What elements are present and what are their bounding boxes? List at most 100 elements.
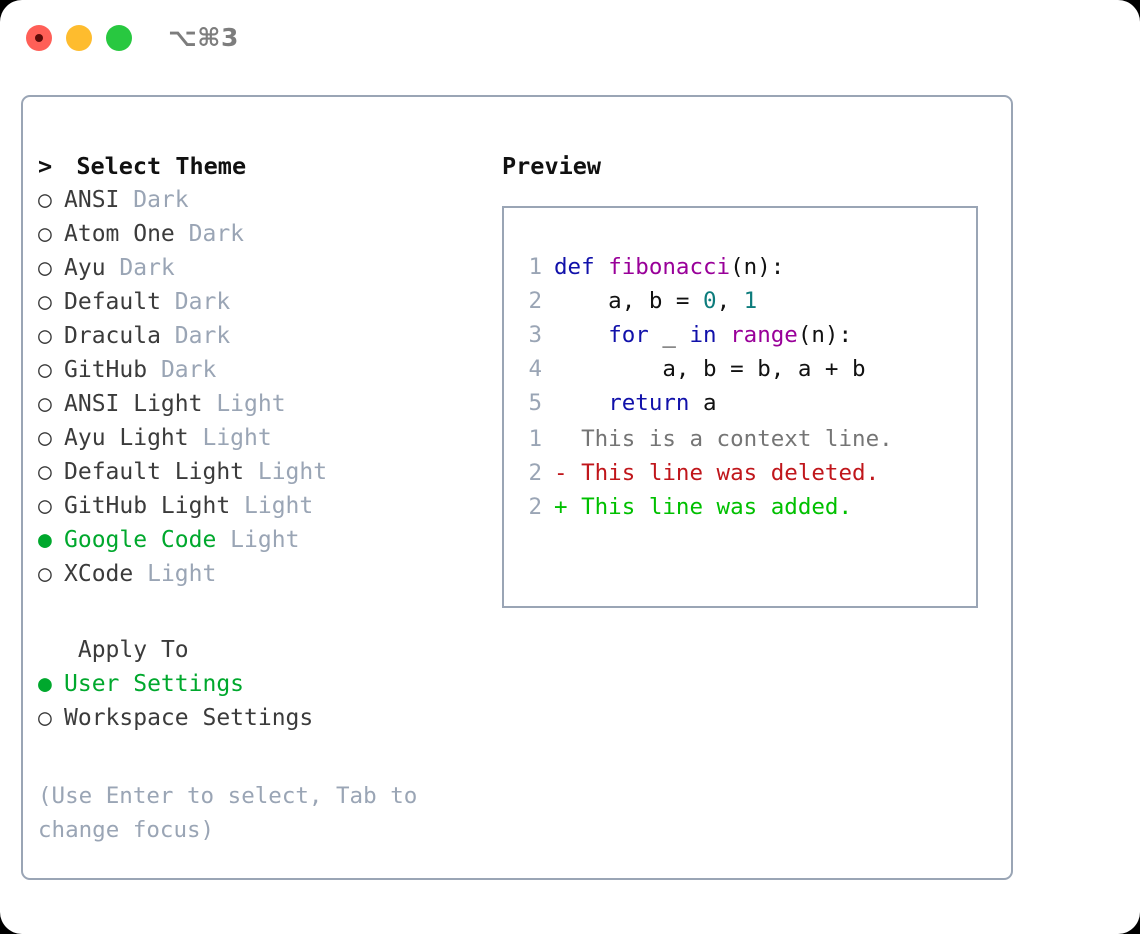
code-line-number: 1	[528, 254, 542, 280]
theme-name: Ayu Light	[64, 425, 189, 451]
radio-unselected-icon[interactable]: ○	[38, 493, 52, 519]
theme-list-item[interactable]: ○ANSI Light Light	[38, 387, 478, 421]
theme-list-item[interactable]: ○ Default Dark	[38, 285, 478, 319]
diff-text: This is a context line.	[581, 426, 893, 452]
radio-unselected-icon[interactable]: ○	[38, 705, 52, 731]
code-token: in	[689, 322, 717, 348]
theme-list-item[interactable]: ○ GitHub Dark	[38, 353, 478, 387]
code-token: a	[689, 390, 717, 416]
theme-variant-badge: Dark	[147, 357, 217, 383]
code-token: a, b =	[554, 288, 704, 314]
theme-variant-badge: Dark	[174, 221, 245, 247]
code-token: 0	[703, 288, 717, 314]
code-token	[554, 322, 608, 348]
radio-unselected-icon[interactable]: ○	[38, 255, 52, 281]
theme-name: GitHub	[64, 357, 148, 383]
theme-name: Dracula	[64, 323, 161, 349]
diff-marker: -	[554, 460, 582, 486]
radio-unselected-icon[interactable]: ○	[38, 187, 52, 213]
radio-unselected-icon[interactable]: ○	[38, 391, 52, 417]
minimize-button[interactable]	[66, 25, 92, 51]
apply-to-list: ● User Settings ○Workspace Settings	[38, 667, 478, 735]
traffic-light-buttons	[26, 25, 132, 51]
theme-variant-badge: Light	[230, 493, 314, 519]
code-line-number: 2	[528, 288, 542, 314]
diff-marker	[554, 426, 581, 452]
radio-unselected-icon[interactable]: ○	[38, 561, 52, 587]
radio-unselected-icon[interactable]: ○	[38, 459, 52, 485]
title-bar: ⌥⌘3	[0, 0, 1140, 78]
theme-list-item[interactable]: ○ Atom One Dark	[38, 217, 478, 251]
diff-line-number: 1	[528, 426, 542, 452]
prompt-caret-icon: >	[38, 152, 53, 180]
diff-line: 2+ This line was added.	[520, 490, 893, 524]
theme-name: ANSI	[64, 187, 120, 213]
radio-unselected-icon[interactable]: ○	[38, 323, 52, 349]
theme-list-item[interactable]: ○ Dracula Dark	[38, 319, 478, 353]
close-button[interactable]	[26, 25, 52, 51]
radio-unselected-icon[interactable]: ○	[38, 289, 52, 315]
diff-sample: 1 This is a context line.2- This line wa…	[520, 422, 893, 524]
diff-line-number: 2	[528, 460, 542, 486]
radio-selected-icon[interactable]: ●	[38, 671, 52, 697]
theme-variant-badge: Dark	[119, 187, 189, 213]
code-token: a, b = b, a + b	[554, 356, 866, 382]
theme-variant-badge: Dark	[160, 289, 231, 315]
theme-name: Default Light	[64, 459, 245, 485]
theme-list-item[interactable]: ○ Ayu Dark	[38, 251, 478, 285]
keyboard-shortcut-label: ⌥⌘3	[168, 23, 239, 52]
theme-list-item[interactable]: ○ Ayu Light Light	[38, 421, 478, 455]
code-line: 2 a, b = 0, 1	[520, 284, 866, 318]
theme-list-item[interactable]: ○Default Light Light	[38, 455, 478, 489]
theme-list-item[interactable]: ○XCode Light	[38, 557, 478, 591]
keyboard-hint-text: (Use Enter to select, Tab to change focu…	[38, 783, 418, 843]
code-line: 5 return a	[520, 386, 866, 420]
maximize-button[interactable]	[106, 25, 132, 51]
apply-to-item[interactable]: ● User Settings	[38, 667, 478, 701]
theme-variant-badge: Dark	[160, 323, 231, 349]
hint-spacer	[38, 735, 478, 769]
theme-list: ○ ANSI Dark ○ Atom One Dark ○ Ayu Dark ○ Defaul…	[38, 183, 478, 591]
code-token: def	[554, 254, 609, 280]
diff-text: This line was deleted.	[581, 460, 880, 486]
select-theme-heading-label: Select Theme	[76, 152, 247, 180]
theme-name: Ayu	[64, 255, 106, 281]
theme-variant-badge: Dark	[105, 255, 175, 281]
code-line: 3 for _ in range(n):	[520, 318, 866, 352]
code-token: 1	[743, 288, 758, 314]
theme-variant-badge: Light	[133, 561, 217, 587]
code-line-number: 5	[528, 390, 542, 416]
preview-title: Preview	[502, 152, 602, 180]
code-token	[717, 322, 731, 348]
radio-selected-icon[interactable]: ●	[38, 527, 52, 553]
theme-name: ANSI Light	[64, 391, 203, 417]
apply-to-label: User Settings	[64, 671, 245, 697]
code-line-number: 3	[528, 322, 542, 348]
code-token: range	[730, 322, 798, 348]
diff-line-number: 2	[528, 494, 542, 520]
apply-to-item[interactable]: ○Workspace Settings	[38, 701, 478, 735]
theme-list-item[interactable]: ○GitHub Light Light	[38, 489, 478, 523]
diff-marker: +	[554, 494, 582, 520]
theme-variant-badge: Light	[188, 425, 272, 451]
radio-unselected-icon[interactable]: ○	[38, 221, 52, 247]
apply-to-heading: Apply To	[38, 633, 478, 667]
diff-line: 1 This is a context line.	[520, 422, 893, 456]
theme-name: Atom One	[64, 221, 175, 247]
theme-list-item[interactable]: ○ ANSI Dark	[38, 183, 478, 217]
theme-list-item[interactable]: ●Google Code Light	[38, 523, 478, 557]
radio-unselected-icon[interactable]: ○	[38, 425, 52, 451]
theme-name: Default	[64, 289, 161, 315]
theme-picker-panel: > Select Theme ○ANSI Dark○Atom One Dark○…	[38, 149, 478, 847]
diff-line: 2- This line was deleted.	[520, 456, 893, 490]
code-token	[554, 390, 608, 416]
section-spacer	[38, 591, 478, 633]
dialog-frame: > Select Theme ○ANSI Dark○Atom One Dark○…	[21, 95, 1013, 880]
radio-unselected-icon[interactable]: ○	[38, 357, 52, 383]
code-token: for	[608, 322, 649, 348]
